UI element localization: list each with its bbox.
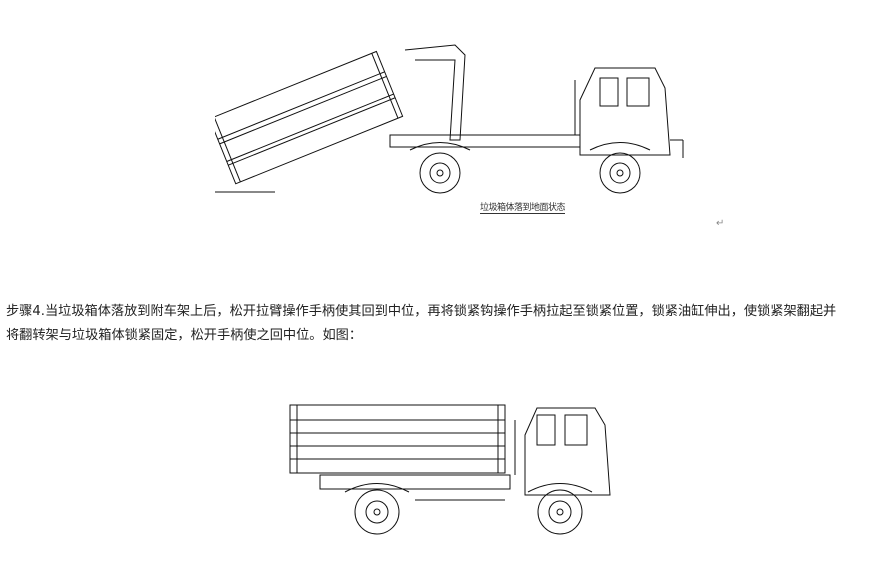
figure-caption: 垃圾箱体落到地面状态: [480, 200, 566, 214]
truck-locked-diagram: [275, 400, 615, 540]
step4-line1: 步骤4.当垃圾箱体落放到附车架上后，松开拉臂操作手柄使其回到中位，再将锁紧钩操作…: [6, 304, 837, 319]
step4-line2: 将翻转架与垃圾箱体锁紧固定，松开手柄使之回中位。如图：: [6, 328, 363, 343]
step4-paragraph: 步骤4.当垃圾箱体落放到附车架上后，松开拉臂操作手柄使其回到中位，再将锁紧钩操作…: [6, 300, 890, 348]
truck-unloading-diagram: [208, 40, 685, 210]
paragraph-mark: ↵: [716, 218, 725, 229]
